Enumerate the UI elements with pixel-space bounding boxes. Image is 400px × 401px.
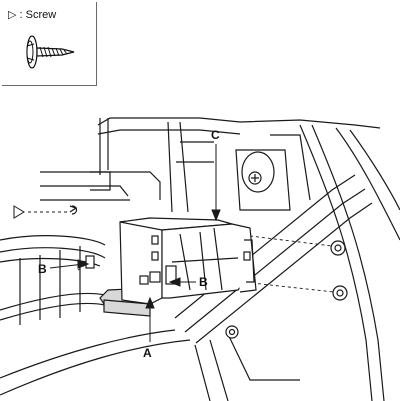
callout-b-right: B [199, 275, 208, 289]
legend-text: Screw [25, 9, 57, 21]
legend-title: ▷ : Screw [8, 8, 56, 21]
screw-marker-icon [13, 205, 25, 219]
callout-c: C [211, 128, 220, 142]
screw-symbol: ▷ [8, 9, 17, 21]
legend-separator: : [16, 9, 26, 21]
legend-box: ▷ : Screw [2, 2, 97, 86]
callout-a: A [143, 346, 152, 360]
module-unit [69, 205, 257, 317]
callout-arrows [49, 144, 221, 342]
callout-b-left: B [38, 262, 47, 276]
background-frame [0, 117, 400, 401]
screw-icon [26, 35, 75, 69]
